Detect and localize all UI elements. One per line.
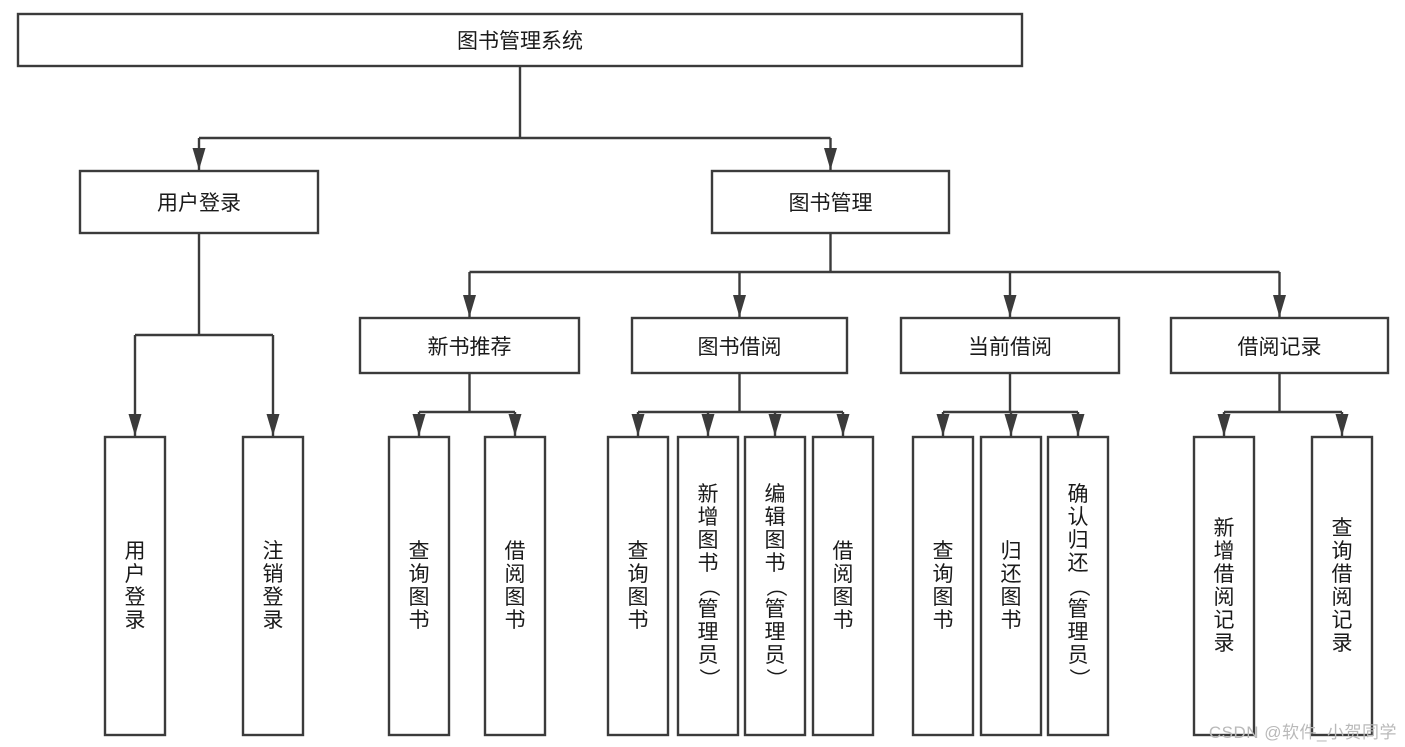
arrow-head-icon — [836, 414, 850, 436]
node-box-leaf-0[interactable] — [103, 435, 167, 737]
arrow-head-icon — [463, 295, 476, 317]
node-box-leaf-7[interactable] — [811, 435, 875, 737]
node-box-leaf-1[interactable] — [241, 435, 305, 737]
node-box-leaf-4[interactable] — [606, 435, 670, 737]
node-box-level3-1[interactable] — [630, 316, 849, 375]
arrow-head-icon — [1004, 414, 1018, 436]
arrow-head-icon — [508, 414, 522, 436]
node-box-leaf-10[interactable] — [1046, 435, 1110, 737]
node-box-leaf-3[interactable] — [483, 435, 547, 737]
connector-layer — [128, 66, 1349, 436]
arrow-head-icon — [1071, 414, 1085, 436]
arrow-head-icon — [733, 295, 746, 317]
arrow-head-icon — [631, 414, 645, 436]
arrow-head-icon — [768, 414, 782, 436]
node-box-level3-3[interactable] — [1169, 316, 1390, 375]
node-box-level2-0[interactable] — [78, 169, 320, 235]
node-box-leaf-11[interactable] — [1192, 435, 1256, 737]
node-box-leaf-5[interactable] — [676, 435, 740, 737]
arrow-head-icon — [266, 414, 280, 436]
arrow-head-icon — [1273, 295, 1286, 317]
arrow-head-icon — [1217, 414, 1231, 436]
node-box-layer — [16, 12, 1390, 737]
arrow-head-icon — [412, 414, 426, 436]
watermark-text: CSDN @软件_小贺同学 — [1208, 723, 1397, 742]
arrow-head-icon — [824, 148, 837, 170]
arrow-head-icon — [128, 414, 142, 436]
arrow-head-icon — [192, 148, 206, 170]
node-box-leaf-12[interactable] — [1310, 435, 1374, 737]
arrow-head-icon — [701, 414, 715, 436]
node-box-level3-2[interactable] — [899, 316, 1121, 375]
node-box-level2-1[interactable] — [710, 169, 951, 235]
arrow-head-icon — [936, 414, 950, 436]
arrow-head-icon — [1335, 414, 1349, 436]
node-box-leaf-9[interactable] — [979, 435, 1043, 737]
node-box-level3-0[interactable] — [358, 316, 581, 375]
node-box-leaf-2[interactable] — [387, 435, 451, 737]
arrow-head-icon — [1003, 295, 1017, 317]
node-box-leaf-6[interactable] — [743, 435, 807, 737]
node-box-leaf-8[interactable] — [911, 435, 975, 737]
node-box-root[interactable] — [16, 12, 1024, 68]
